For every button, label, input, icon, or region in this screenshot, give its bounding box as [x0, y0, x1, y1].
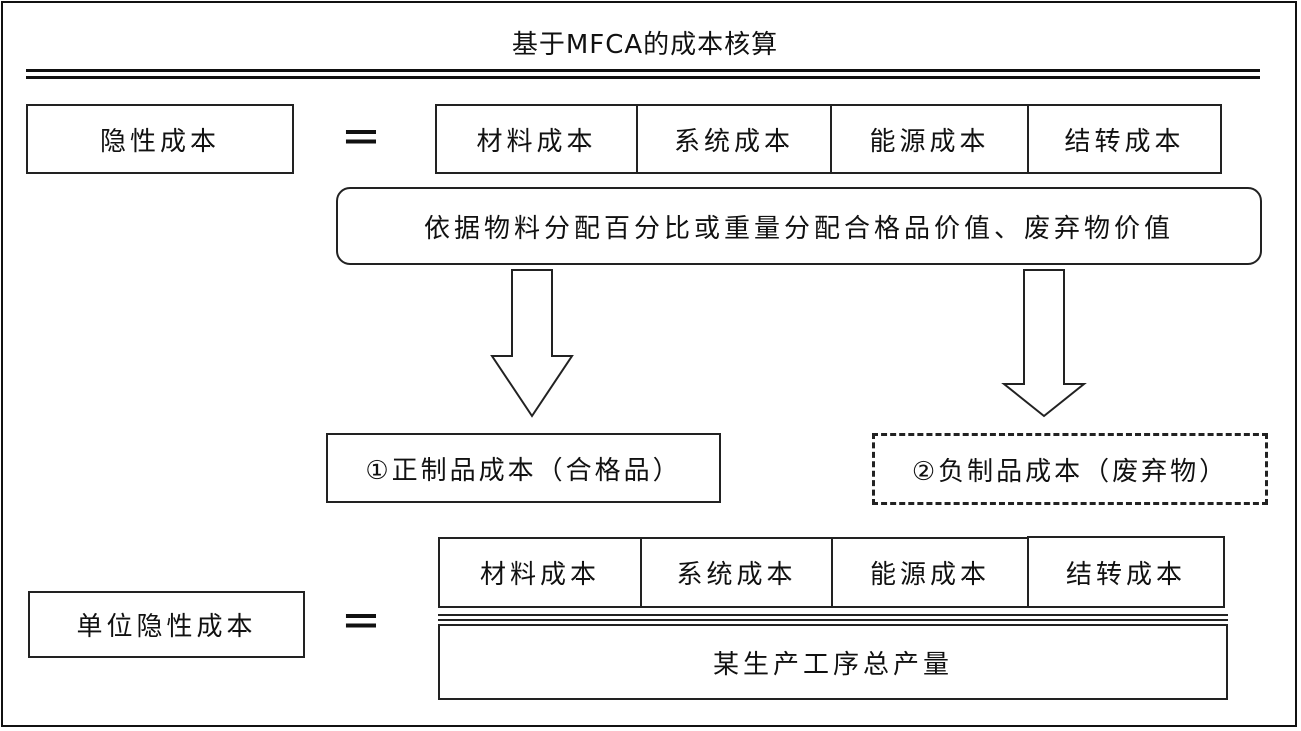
numerator-carryover-cost-box: 结转成本 — [1027, 536, 1225, 608]
title-rule-bottom — [26, 76, 1260, 79]
unit-cost-equals-sign: = — [340, 592, 382, 648]
material-cost-box: 材料成本 — [435, 104, 638, 174]
hidden-cost-box: 隐性成本 — [26, 104, 294, 174]
numerator-material-cost-box: 材料成本 — [438, 537, 642, 608]
down-arrow-left — [490, 269, 574, 418]
positive-product-cost-box: ①正制品成本（合格品） — [326, 433, 721, 503]
denominator-total-output-box: 某生产工序总产量 — [438, 624, 1228, 700]
system-cost-box: 系统成本 — [636, 104, 832, 174]
allocation-basis-box: 依据物料分配百分比或重量分配合格品价值、废弃物价值 — [336, 187, 1262, 265]
negative-product-cost-box: ②负制品成本（废弃物） — [872, 433, 1268, 505]
carryover-cost-box: 结转成本 — [1027, 104, 1222, 174]
energy-cost-box: 能源成本 — [830, 104, 1029, 174]
unit-hidden-cost-box: 单位隐性成本 — [28, 591, 305, 658]
numerator-system-cost-box: 系统成本 — [640, 537, 833, 608]
title-rule-top — [26, 69, 1260, 72]
diagram-title: 基于MFCA的成本核算 — [511, 30, 779, 60]
hidden-cost-equals-sign: = — [340, 108, 382, 164]
numerator-energy-cost-box: 能源成本 — [831, 537, 1029, 608]
fraction-line-top — [438, 614, 1228, 616]
down-arrow-right — [1001, 269, 1087, 418]
fraction-line-bottom — [438, 619, 1228, 621]
